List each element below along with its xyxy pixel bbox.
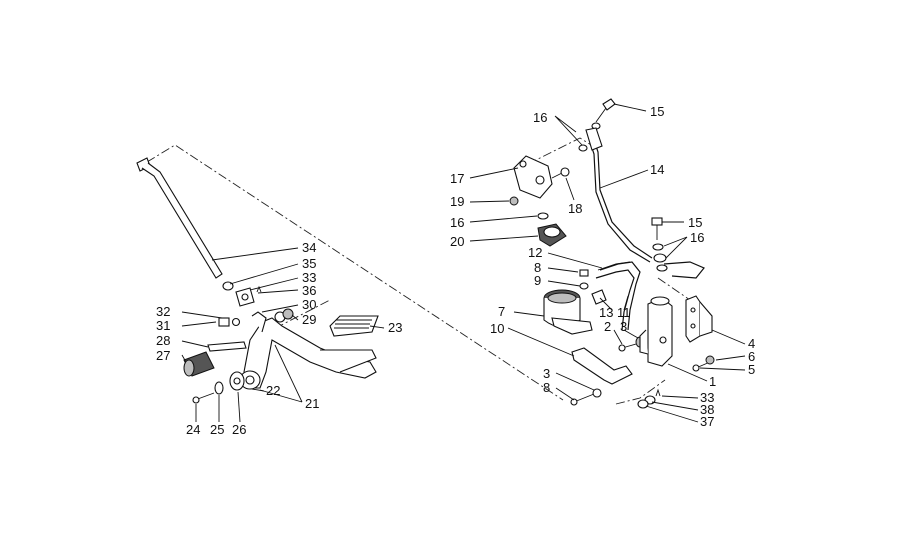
label-22: 22 xyxy=(266,383,280,398)
label-12: 12 xyxy=(528,245,542,260)
mounting-plate-4 xyxy=(685,295,713,343)
pushrod-34 xyxy=(136,157,234,291)
brake-light-switch-20 xyxy=(537,223,567,247)
fluid-reservoir-7 xyxy=(543,289,593,335)
label-14: 14 xyxy=(650,162,664,177)
connection-line-mount xyxy=(657,277,691,301)
mounting-bracket-10 xyxy=(571,347,633,385)
label-3-lower: 3 xyxy=(543,366,550,381)
label-13: 13 xyxy=(599,305,613,320)
label-28: 28 xyxy=(156,333,170,348)
label-8-upper: 8 xyxy=(534,260,541,275)
banjo-bolt-15 xyxy=(595,98,616,123)
label-2: 2 xyxy=(604,319,611,334)
label-19: 19 xyxy=(450,194,464,209)
label-38: 38 xyxy=(700,402,714,417)
label-33: 33 xyxy=(302,270,316,285)
label-35: 35 xyxy=(302,256,316,271)
pivot-bolt-29 xyxy=(274,308,294,323)
label-36: 36 xyxy=(302,283,316,298)
label-31: 31 xyxy=(156,318,170,333)
pedal-pin-28 xyxy=(207,341,247,352)
washer-16-top xyxy=(578,122,601,152)
screw-8-lower xyxy=(570,388,602,406)
label-20: 20 xyxy=(450,234,464,249)
label-16-lower: 16 xyxy=(690,230,704,245)
label-37: 37 xyxy=(700,414,714,429)
brake-hose-14 xyxy=(585,127,705,279)
brake-pedal-arm-21 xyxy=(243,311,377,389)
label-1: 1 xyxy=(709,374,716,389)
reservoir-hose-12 xyxy=(595,262,641,331)
label-16: 16 xyxy=(533,110,547,125)
bushing-22 xyxy=(239,370,261,390)
label-24: 24 xyxy=(186,422,200,437)
label-3-upper: 3 xyxy=(620,319,627,334)
label-34: 34 xyxy=(302,240,316,255)
label-11: 11 xyxy=(617,305,631,320)
label-4: 4 xyxy=(748,336,755,351)
label-7: 7 xyxy=(498,304,505,319)
label-29: 29 xyxy=(302,312,316,327)
screw-8-upper xyxy=(579,269,589,290)
pedal-pad-23 xyxy=(329,315,379,337)
roller-27 xyxy=(183,351,215,377)
label-18: 18 xyxy=(568,201,582,216)
label-17: 17 xyxy=(450,171,464,186)
label-6: 6 xyxy=(748,349,755,364)
nut-19 xyxy=(509,196,519,206)
clevis-35 xyxy=(235,285,262,307)
bolt-31 xyxy=(218,317,241,327)
part-number-labels: 34 35 33 36 30 29 32 31 28 27 23 22 21 2… xyxy=(156,104,755,437)
switch-bracket-17 xyxy=(513,155,553,199)
connection-line-bracket xyxy=(615,379,666,405)
bolt-24 xyxy=(192,392,215,404)
label-33-lower: 33 xyxy=(700,390,714,405)
washer-26 xyxy=(229,371,245,391)
washer-16-mid xyxy=(537,212,549,220)
label-5: 5 xyxy=(748,362,755,377)
label-26: 26 xyxy=(232,422,246,437)
screw-18 xyxy=(551,167,570,179)
label-21: 21 xyxy=(305,396,319,411)
label-9: 9 xyxy=(534,273,541,288)
label-15-lower: 15 xyxy=(688,215,702,230)
label-27: 27 xyxy=(156,348,170,363)
bolt-5 xyxy=(692,355,715,372)
label-16-mid: 16 xyxy=(450,215,464,230)
connection-line-pushrod xyxy=(146,144,564,401)
label-25: 25 xyxy=(210,422,224,437)
label-15: 15 xyxy=(650,104,664,119)
label-32: 32 xyxy=(156,304,170,319)
pin-33-lower xyxy=(637,388,661,409)
master-cylinder-1 xyxy=(639,296,673,367)
label-8-lower: 8 xyxy=(543,380,550,395)
washer-25 xyxy=(214,381,224,395)
label-10: 10 xyxy=(490,321,504,336)
banjo-bolt-15-lower xyxy=(651,217,668,272)
label-30: 30 xyxy=(302,297,316,312)
label-23: 23 xyxy=(388,320,402,335)
leader-lines xyxy=(181,103,746,423)
